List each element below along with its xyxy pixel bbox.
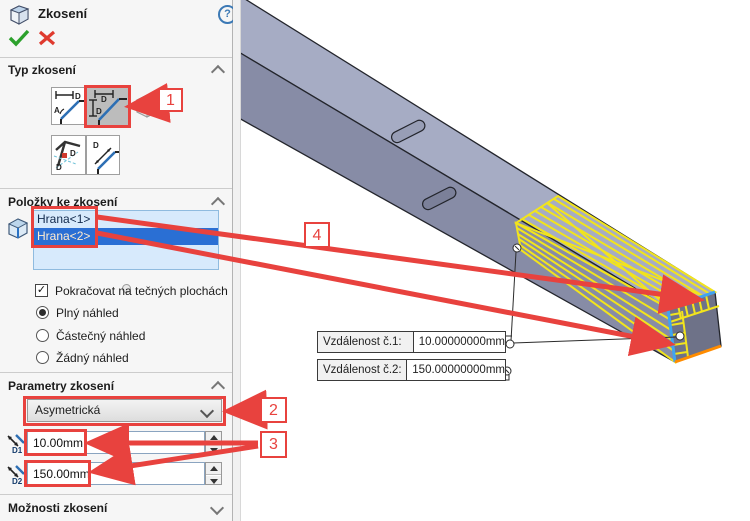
highlight-box-type-button (84, 85, 131, 128)
chamfer-method-dropdown[interactable]: Asymetrická (27, 399, 222, 422)
spin-down[interactable] (206, 443, 221, 456)
distance2-callout[interactable]: Vzdálenost č.2: 150.00000000mm (317, 359, 506, 381)
highlight-box-d1 (24, 429, 87, 456)
spin-up[interactable] (206, 432, 221, 444)
highlight-box-dropdown (23, 396, 226, 426)
svg-text:D: D (70, 149, 76, 158)
selected-edge-1[interactable] (667, 290, 716, 310)
svg-text:D: D (75, 92, 81, 101)
highlight-box-edge-list (31, 206, 98, 248)
list-item-edge1[interactable]: Hrana<1> (37, 212, 91, 226)
expand-chevron-options[interactable] (209, 500, 225, 516)
beam-part[interactable] (236, 0, 722, 364)
radio-no-preview[interactable] (36, 351, 49, 364)
distance1-callout[interactable]: Vzdálenost č.1: 10.00000000mm (317, 331, 506, 353)
radio-partial-preview[interactable] (36, 329, 49, 342)
svg-text:A: A (54, 106, 60, 115)
vertex-chamfer-icon[interactable] (133, 91, 161, 120)
distance1-callout-label: Vzdálenost č.1: (318, 332, 414, 352)
spin-up[interactable] (206, 463, 221, 475)
svg-text:D: D (56, 163, 62, 172)
callout-leaders[interactable] (502, 243, 685, 381)
panel-title: Zkosení (38, 6, 88, 21)
chamfer-type-face-face-button[interactable]: D (86, 135, 120, 175)
svg-text:D: D (93, 141, 99, 150)
slot-hole-side[interactable] (421, 185, 458, 211)
annotation-number-3: 3 (260, 431, 287, 458)
section-options-header: Možnosti zkosení (8, 501, 108, 515)
annotation-number-1: 1 (158, 88, 183, 112)
collapse-chevron-type[interactable] (210, 64, 226, 80)
section-type-header: Typ zkosení (8, 63, 76, 77)
chamfer-method-value: Asymetrická (35, 403, 101, 417)
beam-side-face[interactable] (236, 49, 676, 364)
beam-end-face[interactable] (667, 291, 722, 363)
leader-handle-top[interactable] (512, 243, 522, 253)
distance1-callout-value: 10.00000000mm (418, 336, 505, 348)
selected-edge-2[interactable] (666, 307, 677, 363)
svg-text:D2: D2 (12, 477, 23, 484)
distance2-callout-value: 150.00000000mm (412, 364, 505, 376)
chamfer-feature-icon (9, 5, 30, 25)
tangent-propagation-checkbox[interactable]: ✓ (35, 284, 48, 297)
radio-full-preview[interactable] (36, 306, 49, 319)
highlight-box-d2 (24, 460, 91, 487)
section-params-header: Parametry zkosení (8, 379, 115, 393)
collapse-chevron-params[interactable] (210, 380, 226, 396)
distance1-spinner[interactable] (205, 431, 222, 454)
svg-text:D1: D1 (12, 446, 23, 453)
edge-selection-icon (7, 218, 29, 239)
divider (0, 188, 232, 189)
highlighted-edge-orange[interactable] (674, 344, 722, 364)
annotation-number-4: 4 (304, 222, 330, 248)
offset-face-icon: D D (53, 140, 81, 172)
face-face-icon: D (93, 141, 119, 174)
distance2-callout-label: Vzdálenost č.2: (318, 360, 408, 380)
ok-button[interactable] (8, 29, 30, 47)
leader-handle-model[interactable] (675, 331, 685, 341)
divider (0, 57, 232, 58)
panel-splitter[interactable] (233, 0, 241, 521)
section-items-header: Položky ke zkosení (8, 195, 118, 209)
leader-handle-junction[interactable] (505, 339, 515, 349)
svg-text:D: D (101, 95, 107, 104)
cancel-button[interactable] (38, 30, 56, 46)
spin-down[interactable] (206, 474, 221, 487)
divider (0, 372, 232, 373)
beam-top-face[interactable] (236, 0, 717, 309)
radio-full-preview-label: Plný náhled (56, 306, 119, 320)
distance2-icon: D2 (7, 465, 25, 484)
chamfer-type-offset-face-button[interactable]: D D (51, 135, 86, 175)
angle-distance-icon: D A (54, 91, 85, 124)
annotation-number-2: 2 (260, 397, 287, 423)
slot-hole-top[interactable] (390, 118, 427, 144)
distance1-icon: D1 (7, 434, 25, 453)
tangent-propagation-label: Pokračovat na tečných plochách (55, 284, 228, 298)
distance2-spinner[interactable] (205, 462, 222, 485)
chamfer-preview (514, 194, 720, 365)
radio-no-preview-label: Žádný náhled (56, 351, 129, 365)
divider (0, 494, 232, 495)
collapse-chevron-items[interactable] (210, 196, 226, 212)
radio-partial-preview-label: Částečný náhled (56, 329, 146, 343)
svg-text:D: D (96, 107, 102, 116)
chamfer-type-angle-distance-button[interactable]: D A (51, 87, 86, 125)
